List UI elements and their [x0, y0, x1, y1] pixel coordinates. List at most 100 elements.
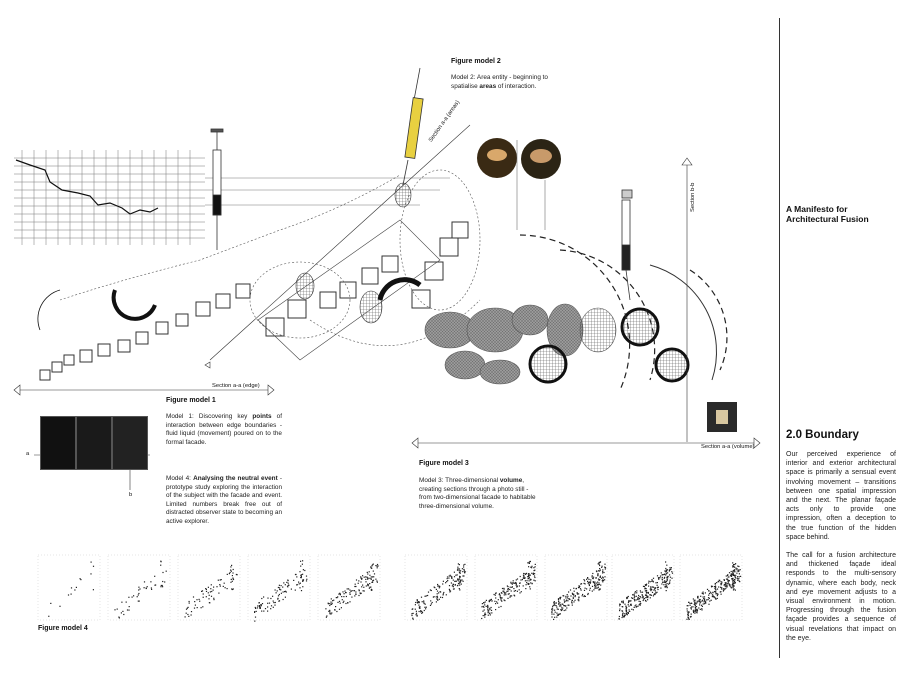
scatter-dot: [355, 591, 357, 593]
scatter-dot: [274, 604, 276, 606]
scatter-dot: [360, 581, 362, 583]
scatter-dot: [693, 609, 695, 611]
scatter-dot: [652, 581, 654, 583]
scatter-dot: [258, 605, 260, 607]
scatter-dot: [368, 571, 370, 573]
scatter-dot: [622, 615, 624, 617]
scatter-dot: [459, 572, 461, 574]
scatter-dot: [533, 567, 535, 569]
scatter-dot: [633, 598, 635, 600]
scatter-dot: [424, 595, 426, 597]
photo-circle-2-highlight: [530, 149, 552, 163]
scatter-dot: [623, 616, 625, 618]
scatter-dot: [345, 595, 347, 598]
scatter-dot: [655, 582, 657, 584]
scatter-dot: [280, 592, 282, 594]
scatter-dot: [651, 591, 654, 593]
scatter-dot: [687, 612, 689, 614]
scatter-dot: [420, 596, 423, 598]
scatter-dot: [272, 595, 274, 597]
scatter-dot: [329, 613, 331, 615]
scatter-dot: [735, 563, 737, 565]
scatter-dot: [619, 608, 621, 610]
scatter-dot: [345, 592, 347, 594]
scatter-dot: [370, 586, 372, 588]
scatter-dot: [730, 573, 732, 576]
scatter-dot: [501, 587, 504, 590]
scatter-dot: [690, 613, 692, 615]
scatter-dot: [92, 589, 94, 591]
scatter-dot: [703, 597, 705, 600]
section-label-volume: Section a-a (volume): [701, 444, 755, 450]
scatter-dot: [190, 611, 193, 613]
scatter-dot: [456, 574, 458, 576]
scatter-dot: [362, 590, 364, 592]
scatter-dot: [694, 605, 696, 607]
scatter-dot: [194, 604, 196, 606]
scatter-dot: [733, 580, 735, 582]
scatter-dot: [733, 574, 735, 576]
scatter-dot: [67, 594, 70, 596]
scatter-dot: [691, 606, 693, 608]
scatter-dot: [267, 606, 269, 608]
scatter-dot: [259, 606, 261, 608]
scatter-dot: [624, 614, 626, 616]
scatter-dot: [484, 613, 486, 615]
scatter-dot: [261, 603, 264, 605]
scatter-dot: [576, 593, 579, 595]
scatter-dot: [573, 601, 575, 603]
scatter-dot: [425, 606, 427, 608]
scatter-dot: [278, 600, 281, 602]
scatter-dot: [588, 584, 590, 587]
scatter-dot: [726, 583, 728, 585]
scatter-dot: [487, 606, 489, 608]
scatter-dot: [718, 579, 720, 581]
scatter-dot: [360, 576, 362, 578]
scatter-dot: [375, 578, 377, 580]
scatter-dot: [599, 579, 601, 581]
body-text: Our perceived experience of interior and…: [786, 450, 896, 652]
scatter-dot: [715, 591, 717, 593]
scatter-dot: [457, 569, 459, 571]
scatter-dot: [601, 566, 603, 568]
scatter-dot: [568, 598, 570, 600]
scatter-dot: [715, 586, 717, 588]
scatter-dot: [460, 580, 462, 582]
scatter-dot: [688, 618, 690, 620]
scatter-dot: [601, 565, 603, 567]
scatter-dot: [526, 582, 528, 584]
scatter-dot: [230, 566, 232, 568]
scatter-dot: [630, 600, 632, 602]
scatter-dot: [604, 579, 606, 581]
scatter-dot: [665, 573, 667, 575]
scatter-dot: [551, 607, 554, 609]
scatter-dot: [120, 612, 122, 614]
scatter-dot: [325, 608, 327, 610]
scatter-dot: [686, 610, 688, 612]
scatter-dot: [694, 610, 696, 612]
scatter-dot: [514, 595, 516, 597]
scatter-dot: [500, 598, 502, 600]
scatter-dot: [579, 588, 582, 590]
scatter-dot: [649, 588, 651, 590]
scatter-dot: [589, 581, 591, 583]
scatter-dot: [196, 599, 198, 601]
scatter-dot: [365, 576, 367, 578]
scatter-dot: [628, 609, 630, 611]
scatter-dot: [738, 565, 740, 568]
scatter-dot: [186, 607, 188, 609]
scatter-dot: [558, 601, 560, 603]
scatter-dot: [446, 581, 448, 583]
syringe-2: [402, 67, 424, 186]
scatter-dot: [736, 577, 738, 579]
scatter-dot: [618, 615, 620, 618]
scatter-dot: [594, 587, 596, 589]
scatter-dot: [353, 590, 355, 592]
scatter-dot: [643, 585, 645, 588]
scatter-dot: [732, 571, 734, 573]
scatter-dot: [306, 578, 308, 580]
scatter-dot: [416, 599, 418, 602]
scatter-dot: [713, 586, 715, 588]
scatter-dot: [503, 591, 505, 593]
scatter-dot: [416, 602, 419, 604]
